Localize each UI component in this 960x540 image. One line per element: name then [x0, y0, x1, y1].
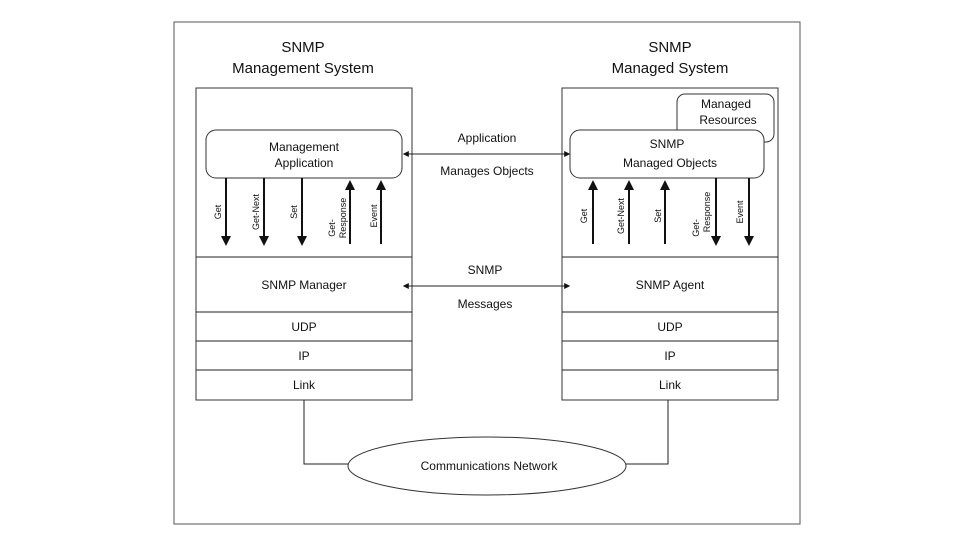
snmp-agent-label: SNMP Agent	[636, 278, 705, 292]
right-ip-label: IP	[664, 349, 675, 363]
application-label: Application	[458, 131, 517, 145]
left-ip-label: IP	[298, 349, 309, 363]
left-title-line2: Management System	[232, 60, 374, 77]
managed-resources-line1: Managed	[701, 97, 751, 111]
left-network-connector	[303, 400, 348, 465]
managed-objects-line2: Managed Objects	[623, 156, 717, 170]
right-get-label: Get	[579, 208, 589, 223]
right-link-label: Link	[659, 378, 682, 392]
right-event-label: Event	[735, 200, 745, 224]
managed-objects-line1: SNMP	[650, 137, 685, 151]
communications-network-ellipse	[347, 436, 627, 496]
left-get-label: Get	[213, 204, 223, 219]
snmp-messages-label-line2: Messages	[458, 297, 513, 311]
right-title-line1: SNMP	[648, 39, 691, 56]
left-title-line1: SNMP	[281, 39, 324, 56]
left-link-label: Link	[293, 378, 316, 392]
right-get-response-label-line1: Get-	[691, 219, 701, 237]
right-udp-label: UDP	[657, 320, 682, 334]
management-application-line1: Management	[269, 140, 340, 154]
snmp-messages-label-line1: SNMP	[468, 263, 503, 277]
left-udp-label: UDP	[291, 320, 316, 334]
left-get-response-label-line2: Response	[338, 198, 348, 239]
left-set-label: Set	[289, 205, 299, 219]
snmp-manager-label: SNMP Manager	[261, 278, 346, 292]
left-get-next-label: Get-Next	[251, 193, 261, 230]
manages-objects-label: Manages Objects	[440, 164, 533, 178]
management-application-box	[205, 129, 403, 179]
right-title-line2: Managed System	[612, 60, 729, 77]
left-get-response-label-line1: Get-	[327, 219, 337, 237]
outer-frame	[173, 21, 801, 525]
communications-network-label: Communications Network	[421, 459, 559, 473]
managed-resources-line2: Resources	[699, 113, 756, 127]
right-get-next-label: Get-Next	[616, 197, 626, 234]
right-set-label: Set	[653, 209, 663, 223]
management-application-line2: Application	[275, 156, 334, 170]
right-network-connector	[626, 400, 669, 465]
left-event-label: Event	[369, 204, 379, 228]
right-get-response-label-line2: Response	[702, 192, 712, 233]
